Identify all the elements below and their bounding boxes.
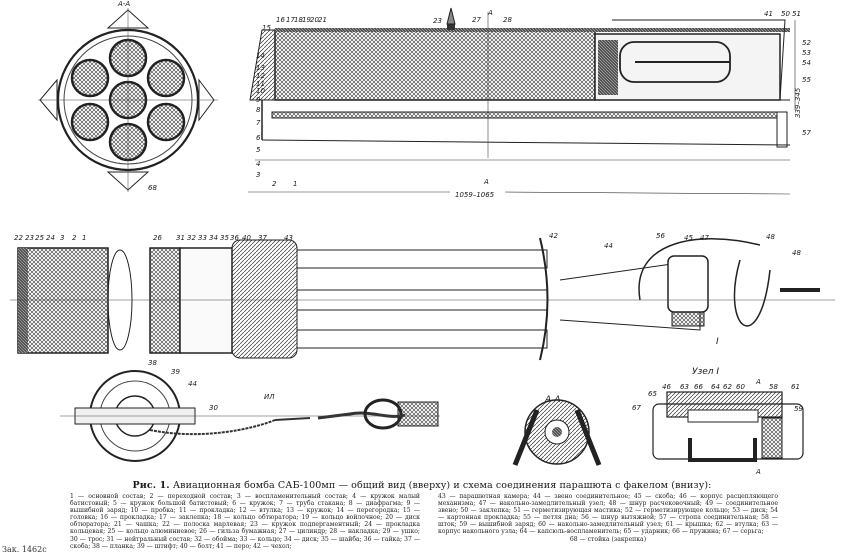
callout-48a: 48 <box>766 233 775 241</box>
callout-8: 8 <box>256 106 261 114</box>
callout-7: 7 <box>256 119 261 127</box>
cord-attachment-view: 38 39 44 30 ИЛ <box>60 359 440 462</box>
callout-58: 58 <box>769 383 778 391</box>
callout-56: 56 <box>656 232 665 240</box>
callout-57: 57 <box>802 129 811 137</box>
callout-1: 1 <box>293 180 297 188</box>
callout-20: 20 <box>310 16 319 24</box>
caption-text: Авиационная бомба САБ-100мп — общий вид … <box>172 480 712 491</box>
callout-21: 21 <box>318 16 327 24</box>
callout-47: 47 <box>700 234 709 242</box>
callout-66: 66 <box>694 383 703 391</box>
callout-48b: 48 <box>792 249 801 257</box>
callout-54: 54 <box>802 59 811 67</box>
callout-16: 16 <box>276 16 285 24</box>
dimension-diameter: 339–345 <box>794 87 802 118</box>
callout-25: 25 <box>35 234 44 242</box>
figure-caption: Рис. 1. Авиационная бомба САБ-100мп — об… <box>0 480 844 491</box>
callout-45: 45 <box>684 234 693 242</box>
callout-44b: 44 <box>188 380 197 388</box>
callout-64: 64 <box>711 383 720 391</box>
callout-31: 31 <box>176 234 185 242</box>
print-order-note: Зак. 1462с <box>2 545 47 554</box>
callout-42: 42 <box>549 232 558 240</box>
section-label-aa-top: А-А <box>117 0 130 8</box>
node-section-arrow-top: А <box>755 378 761 386</box>
side-view-assembly: 15 14 13 12 11 10 9 8 7 6 5 4 3 16 17 18… <box>248 7 811 199</box>
legend-right-text: 43 — парашютная камера; 44 — звено соеди… <box>438 493 778 536</box>
legend-right-last: 68 — стойка (закрепка) <box>569 535 647 543</box>
callout-17: 17 <box>286 16 295 24</box>
callout-12: 12 <box>256 72 265 80</box>
callout-26: 26 <box>153 234 162 242</box>
callout-63: 63 <box>680 383 689 391</box>
callout-14: 14 <box>256 52 265 60</box>
callout-46: 46 <box>662 383 671 391</box>
callout-41: 41 <box>764 10 773 18</box>
callout-51: 51 <box>792 10 801 18</box>
callout-22: 22 <box>14 234 23 242</box>
callout-2: 2 <box>272 180 277 188</box>
callout-61: 61 <box>791 383 800 391</box>
callout-13: 13 <box>256 64 265 72</box>
dimension-length: 1059–1065 <box>455 191 495 199</box>
callout-2b: 2 <box>72 234 77 242</box>
callout-44: 44 <box>604 242 613 250</box>
section-aa-bottom: А-А <box>512 395 602 466</box>
end-view-section: А-А 68 <box>38 0 218 192</box>
node-marker-i: I <box>716 337 719 347</box>
callout-67: 67 <box>632 404 641 412</box>
callout-33: 33 <box>198 234 207 242</box>
callout-38: 38 <box>148 359 157 367</box>
callout-39: 39 <box>171 368 180 376</box>
node-i-detail: Узел I 46 63 66 64 62 60 58 61 65 67 59 … <box>632 367 804 476</box>
section-arrow-a-top: А <box>487 9 493 17</box>
callout-65: 65 <box>648 390 657 398</box>
callout-60: 60 <box>736 383 745 391</box>
callout-37: 37 <box>258 234 267 242</box>
callout-23b: 23 <box>25 234 34 242</box>
callout-19: 19 <box>302 16 311 24</box>
callout-6: 6 <box>256 134 261 142</box>
caption-prefix: Рис. 1. <box>132 480 170 491</box>
callout-15: 15 <box>262 24 271 32</box>
callout-11: 11 <box>256 80 265 88</box>
callout-55: 55 <box>802 76 811 84</box>
legend-right-column: 43 — парашютная камера; 44 — звено соеди… <box>438 493 778 543</box>
callout-59: 59 <box>794 405 803 413</box>
callout-5: 5 <box>256 146 261 154</box>
legend-left-column: 1 — основной состав; 2 — переходной сост… <box>70 493 420 550</box>
cord-marker-il: ИЛ <box>264 393 275 401</box>
callout-43: 43 <box>284 234 293 242</box>
node-title: Узел I <box>692 367 719 377</box>
callout-1b: 1 <box>82 234 86 242</box>
section-arrow-a-bottom: А <box>483 178 489 186</box>
callout-32: 32 <box>187 234 196 242</box>
callout-35: 35 <box>220 234 229 242</box>
callout-3b: 3 <box>60 234 64 242</box>
callout-40: 40 <box>242 234 251 242</box>
callout-18: 18 <box>294 16 303 24</box>
callout-23: 23 <box>433 17 442 25</box>
callout-68: 68 <box>148 184 157 192</box>
callout-53: 53 <box>802 49 811 57</box>
callout-52: 52 <box>802 39 811 47</box>
callout-50: 50 <box>781 10 790 18</box>
parachute-flare-assembly: 22 23 25 24 3 2 1 26 31 32 33 34 35 36 4… <box>10 232 835 361</box>
callout-34: 34 <box>209 234 218 242</box>
callout-10: 10 <box>256 87 265 95</box>
callout-27: 27 <box>472 16 481 24</box>
callout-4: 4 <box>256 160 260 168</box>
callout-3: 3 <box>256 171 260 179</box>
callout-30: 30 <box>209 404 218 412</box>
callout-62: 62 <box>723 383 732 391</box>
node-section-arrow-bottom: А <box>755 468 761 476</box>
callout-28: 28 <box>503 16 512 24</box>
callout-9: 9 <box>256 96 261 104</box>
callout-36: 36 <box>230 234 239 242</box>
callout-24: 24 <box>46 234 55 242</box>
